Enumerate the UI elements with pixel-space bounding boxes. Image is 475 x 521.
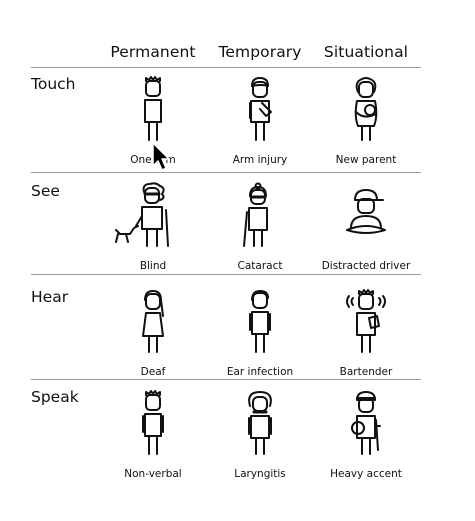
cell-touch-situational: New parent (311, 76, 421, 166)
column-header-permanent: Permanent (110, 43, 196, 61)
person-driving-icon (346, 189, 386, 234)
caption-see-situational: Distracted driver (321, 260, 411, 272)
cell-see-permanent: Blind (98, 182, 208, 272)
row-header-speak: Speak (31, 388, 79, 406)
cell-hear-temporary: Ear infection (205, 288, 315, 378)
cell-hear-permanent: Deaf (98, 288, 208, 378)
person-ear-infection-icon (249, 290, 271, 353)
person-with-cane-icon (243, 182, 268, 247)
cell-touch-temporary: Arm injury (205, 76, 315, 166)
cell-speak-temporary: Laryngitis (205, 390, 315, 480)
person-deaf-icon (142, 290, 164, 353)
caption-see-permanent: Blind (139, 260, 167, 272)
caption-speak-temporary: Laryngitis (234, 468, 286, 480)
person-holding-baby-icon (354, 77, 378, 141)
header-divider (31, 67, 421, 68)
cell-touch-permanent: One arm (98, 76, 208, 166)
cell-hear-situational: Bartender (311, 288, 421, 378)
caption-hear-temporary: Ear infection (226, 366, 294, 378)
caption-speak-permanent: Non-verbal (124, 468, 182, 480)
cell-see-situational: Distracted driver (311, 182, 421, 272)
column-header-temporary: Temporary (218, 43, 302, 61)
person-heavy-accent-icon (351, 391, 381, 455)
caption-see-temporary: Cataract (237, 260, 283, 272)
row-header-touch: Touch (31, 75, 76, 93)
caption-hear-situational: Bartender (339, 366, 393, 378)
person-laryngitis-icon (248, 391, 272, 455)
row-divider-touch-see (31, 172, 421, 173)
mouse-pointer-icon (152, 142, 170, 171)
person-with-guide-dog-icon (115, 182, 169, 247)
row-header-see: See (31, 182, 60, 200)
row-divider-hear-speak (31, 379, 421, 380)
cell-see-temporary: Cataract (205, 182, 315, 272)
person-bartender-noise-icon (346, 289, 386, 353)
caption-hear-permanent: Deaf (140, 366, 166, 378)
cell-speak-permanent: Non-verbal (98, 390, 208, 480)
row-header-hear: Hear (31, 288, 69, 306)
row-divider-see-hear (31, 274, 421, 275)
cell-speak-situational: Heavy accent (311, 390, 421, 480)
person-one-arm-icon (144, 76, 162, 141)
column-header-situational: Situational (323, 43, 409, 61)
person-arm-sling-icon (249, 77, 272, 141)
caption-touch-temporary: Arm injury (232, 154, 288, 166)
caption-speak-situational: Heavy accent (330, 468, 402, 480)
person-non-verbal-icon (142, 390, 164, 455)
caption-touch-situational: New parent (335, 154, 397, 166)
